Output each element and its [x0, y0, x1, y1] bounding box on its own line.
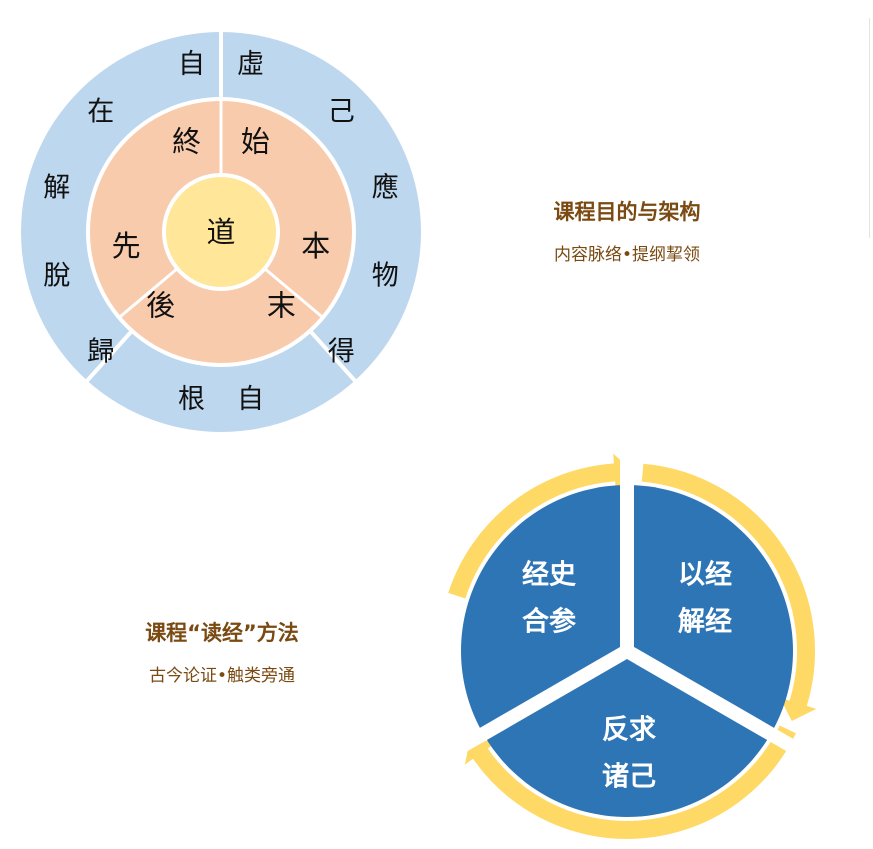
cycle-label-0-line1: 经史 — [522, 559, 576, 591]
wheel-middle-char-1: 始 — [241, 124, 270, 158]
wheel-middle-char-0: 終 — [172, 124, 201, 158]
cycle-divider-2 — [450, 644, 631, 758]
wheel-middle-char-4: 後 — [146, 289, 175, 323]
wheel-outer-char-7: 根 — [178, 384, 205, 415]
wheel-outer-divider-2 — [84, 329, 134, 384]
wheel-outer-char-2: 己 — [328, 96, 355, 127]
wheel-middle-divider-2 — [118, 267, 179, 319]
wheel-outer-divider-1 — [308, 329, 358, 384]
wheel-outer-char-5: 得 — [328, 337, 355, 368]
wheel-outer-char-0: 自 — [178, 49, 205, 80]
page-edge-divider — [869, 18, 870, 238]
caption-course-purpose-title: 课程目的与架构 — [553, 200, 701, 224]
cycle-label-2-line2: 诸己 — [602, 762, 656, 793]
cycle-label-0-line2: 合参 — [522, 606, 576, 638]
cycle-arrow-bottom-band — [471, 725, 796, 839]
caption-course-purpose: 课程目的与架构 内容脉络•提纲挈领 — [510, 196, 744, 265]
wheel-center-label: 道 — [206, 215, 235, 249]
wheel-outer-char-11: 在 — [87, 96, 114, 127]
cycle-label-1-line2: 解经 — [678, 606, 732, 638]
wheel-outer-char-10: 解 — [43, 173, 70, 204]
caption-reading-method-title: 课程“读经”方法 — [145, 621, 299, 645]
cycle-label-2-line1: 反求 — [602, 715, 656, 746]
cycle-arrow-top-band — [448, 463, 619, 599]
wheel-outer-char-8: 歸 — [87, 337, 114, 368]
wheel-middle-char-2: 本 — [301, 229, 330, 263]
cycle-label-1-line1: 以经 — [678, 559, 732, 591]
wheel-middle-char-3: 末 — [267, 289, 296, 323]
cycle-segment-bottom — [483, 651, 771, 817]
wheel-center-circle — [162, 173, 280, 291]
cycle-divider-1 — [623, 644, 804, 758]
wheel-outer-char-4: 物 — [372, 260, 399, 291]
cycle-arrow-right-band — [641, 463, 815, 710]
wheel-outer-char-3: 應 — [372, 173, 399, 204]
wheel-outer-char-1: 虛 — [237, 49, 264, 80]
caption-reading-method-subtitle: 古今论证•触类旁通 — [148, 666, 296, 686]
wheel-middle-divider-1 — [263, 267, 324, 319]
wheel-middle-char-5: 先 — [112, 229, 141, 263]
wheel-outer-char-6: 自 — [237, 384, 264, 415]
cycle-arrow-right-head — [780, 697, 817, 721]
caption-reading-method: 课程“读经”方法 古今论证•触类旁通 — [105, 617, 339, 686]
caption-course-purpose-subtitle: 内容脉络•提纲挈领 — [553, 245, 701, 265]
concentric-wheel-diagram: 道終始本末後先自虛己應物得自根歸脫解在 — [21, 30, 421, 432]
wheel-outer-char-9: 脫 — [43, 260, 70, 291]
